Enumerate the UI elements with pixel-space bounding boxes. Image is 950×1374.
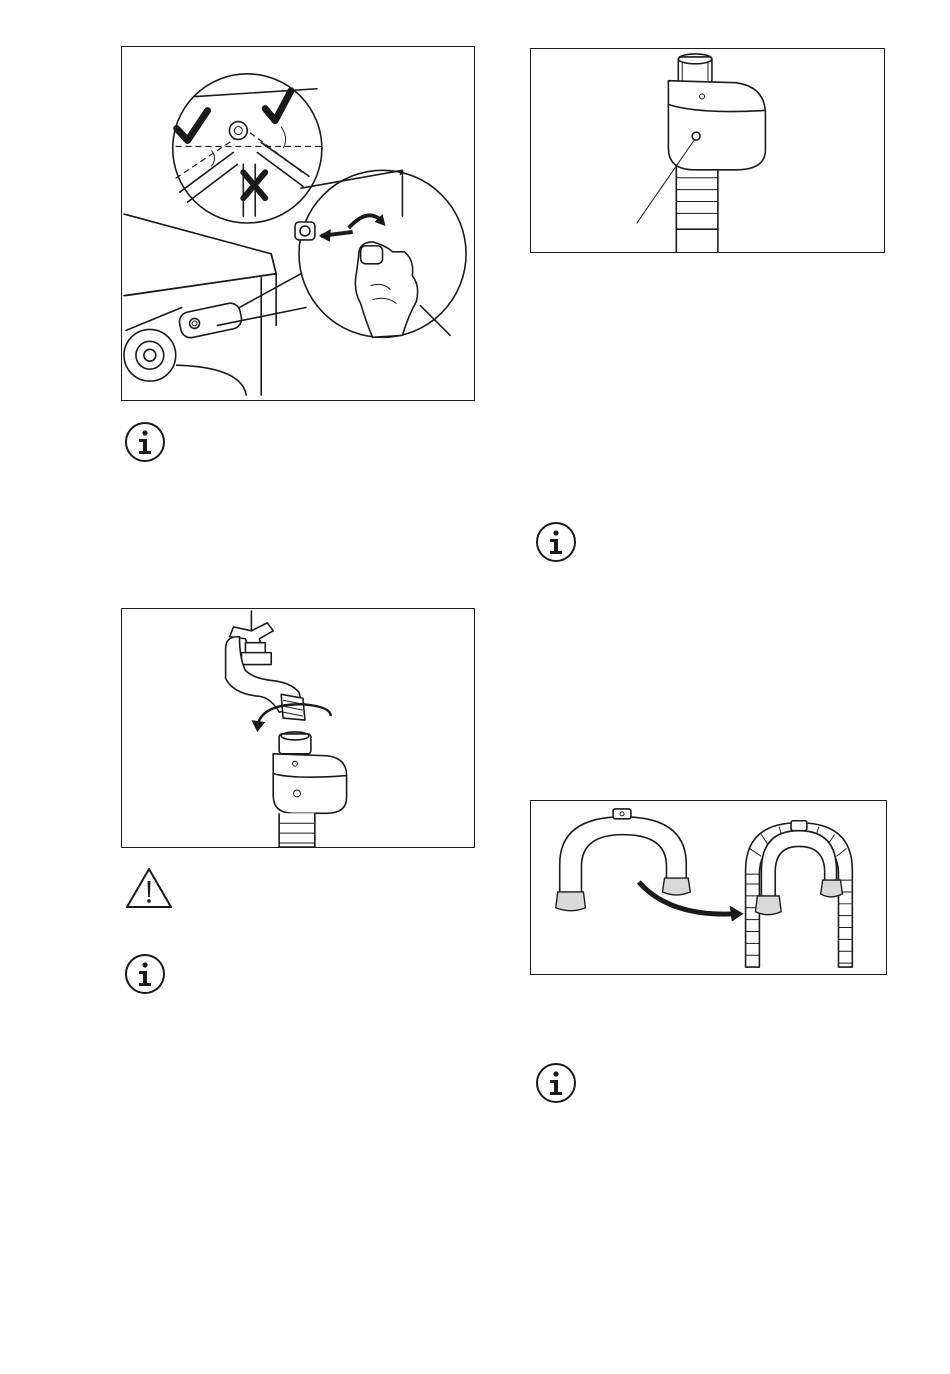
info-icon bbox=[535, 521, 577, 563]
figure-hose-guide-attach bbox=[530, 800, 887, 975]
figure-hose-to-tap bbox=[121, 608, 475, 848]
figure-tap-connection bbox=[121, 46, 475, 401]
info-icon bbox=[124, 953, 166, 995]
warning-icon bbox=[124, 866, 174, 910]
info-icon bbox=[124, 421, 166, 463]
info-icon bbox=[535, 1062, 577, 1104]
figure-hose-connector-sensor bbox=[530, 48, 885, 253]
